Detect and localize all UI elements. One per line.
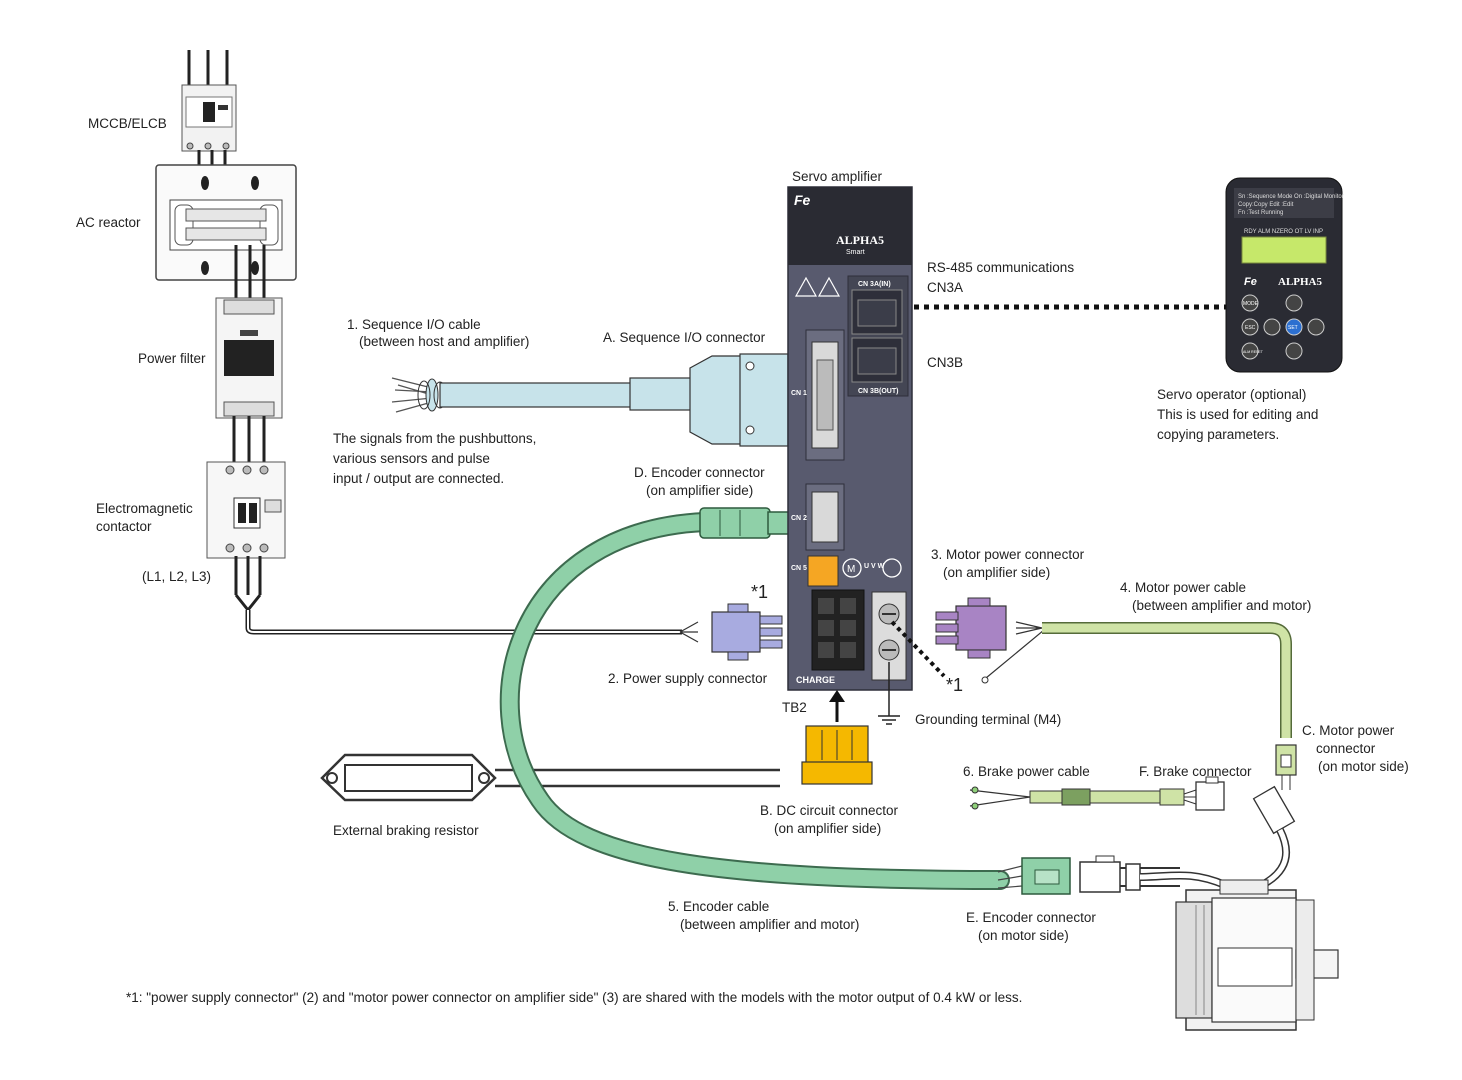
label-enc-conn-amp-2: (on amplifier side) xyxy=(646,483,753,498)
motor-power-connector-amplifier-side xyxy=(935,597,1045,684)
label-cn3a: CN3A xyxy=(927,280,963,295)
operator-esc-button: ESC xyxy=(1241,318,1259,336)
dc-circuit-connector xyxy=(801,725,873,785)
label-enc-cable-2: (between amplifier and motor) xyxy=(680,917,859,932)
power-chain xyxy=(155,50,699,643)
label-operator-2: This is used for editing and xyxy=(1157,407,1318,422)
electromagnetic-contactor xyxy=(206,461,286,559)
operator-right-button xyxy=(1307,318,1325,336)
brake-power-cable xyxy=(969,786,1185,810)
label-ext-resistor: External braking resistor xyxy=(333,823,479,838)
operator-up-button xyxy=(1285,294,1303,312)
label-brake-conn: F. Brake connector xyxy=(1139,764,1252,779)
operator-menu-3: Fn :Test Running xyxy=(1238,210,1283,216)
ground-symbol xyxy=(878,662,900,725)
label-operator-3: copying parameters. xyxy=(1157,427,1279,442)
label-signals-3: input / output are connected. xyxy=(333,471,504,486)
cn3b-port-label: CN 3B(OUT) xyxy=(858,388,898,395)
ac-reactor xyxy=(155,164,297,281)
cn2-port-label: CN 2 xyxy=(791,515,807,522)
operator-brand: ALPHA5 xyxy=(1278,276,1323,288)
label-star1-a: *1 xyxy=(751,582,768,602)
uvw-label: U V W xyxy=(864,563,885,570)
label-motor-power-conn-motor-3: (on motor side) xyxy=(1318,759,1409,774)
svg-text:M: M xyxy=(847,564,855,575)
cn1-port-label: CN 1 xyxy=(791,390,807,397)
label-contactor-2: contactor xyxy=(96,519,152,534)
label-signals-2: various sensors and pulse xyxy=(333,451,490,466)
encoder-connector-amplifier-side xyxy=(699,507,791,539)
amplifier-sub: Smart xyxy=(846,249,865,256)
label-servo-amplifier: Servo amplifier xyxy=(792,169,883,184)
label-signals-1: The signals from the pushbuttons, xyxy=(333,431,536,446)
label-motor-power-cable-2: (between amplifier and motor) xyxy=(1132,598,1311,613)
label-grounding: Grounding terminal (M4) xyxy=(915,712,1061,727)
label-enc-conn-motor-1: E. Encoder connector xyxy=(966,910,1096,925)
operator-menu-1: Sn :Sequence Mode On :Digital Monitor xyxy=(1238,194,1344,200)
servo-operator: Sn :Sequence Mode On :Digital Monitor Co… xyxy=(1225,177,1344,373)
label-enc-conn-motor-2: (on motor side) xyxy=(978,928,1069,943)
label-motor-power-conn-motor-1: C. Motor power xyxy=(1302,723,1395,738)
label-ac-reactor: AC reactor xyxy=(76,215,141,230)
label-tb2: TB2 xyxy=(782,700,807,715)
operator-menu-2: Copy:Copy Edit :Edit xyxy=(1238,202,1294,208)
external-braking-resistor xyxy=(320,753,780,802)
operator-left-button xyxy=(1263,318,1281,336)
operator-down-button xyxy=(1285,342,1303,360)
operator-set-button: SET xyxy=(1285,318,1303,336)
label-dc-conn-2: (on amplifier side) xyxy=(774,821,881,836)
svg-text:SET: SET xyxy=(1288,325,1298,331)
label-motor-power-conn-amp-2: (on amplifier side) xyxy=(943,565,1050,580)
label-enc-cable-1: 5. Encoder cable xyxy=(668,899,769,914)
label-brake-cable: 6. Brake power cable xyxy=(963,764,1090,779)
label-l123: (L1, L2, L3) xyxy=(142,569,211,584)
cn5-port-label: CN 5 xyxy=(791,565,807,572)
operator-leds: RDY ALM NZERO OT LV INP xyxy=(1244,229,1323,235)
amplifier-brand: ALPHA5 xyxy=(836,233,884,247)
svg-text:Fe: Fe xyxy=(1244,276,1257,288)
power-filter xyxy=(215,297,283,419)
cn3a-port-label: CN 3A(IN) xyxy=(858,281,891,288)
power-supply-connector xyxy=(711,603,783,661)
operator-alm-reset-button: ALM RESET xyxy=(1241,342,1264,360)
label-motor-power-conn-amp-1: 3. Motor power connector xyxy=(931,547,1085,562)
label-motor-power-cable-1: 4. Motor power cable xyxy=(1120,580,1246,595)
encoder-cable xyxy=(499,507,1227,895)
label-seq-connector: A. Sequence I/O connector xyxy=(603,330,766,345)
label-rs485: RS-485 communications xyxy=(927,260,1074,275)
label-contactor-1: Electromagnetic xyxy=(96,501,193,516)
svg-text:ESC: ESC xyxy=(1245,325,1256,331)
svg-text:Fe: Fe xyxy=(794,192,811,208)
svg-text:MODE: MODE xyxy=(1243,301,1259,307)
label-operator-1: Servo operator (optional) xyxy=(1157,387,1306,402)
label-star1-b: *1 xyxy=(946,675,963,695)
sequence-io-cable xyxy=(391,353,789,447)
servo-amplifier: Fe ALPHA5 Smart CN 3A(IN) CN 3B(OUT) CN … xyxy=(787,186,913,691)
label-seq-cable-1: 1. Sequence I/O cable xyxy=(347,317,481,332)
servo-motor xyxy=(1175,879,1339,1031)
label-power-filter: Power filter xyxy=(138,351,206,366)
label-cn3b: CN3B xyxy=(927,355,963,370)
motor-power-cable xyxy=(1042,622,1292,738)
motor-power-plug xyxy=(1252,785,1296,889)
operator-mode-button: MODE xyxy=(1241,294,1259,312)
label-enc-conn-amp-1: D. Encoder connector xyxy=(634,465,765,480)
encoder-connector-motor-side xyxy=(997,855,1227,895)
label-seq-cable-2: (between host and amplifier) xyxy=(359,334,529,349)
mccb-breaker xyxy=(181,84,237,152)
label-dc-conn-1: B. DC circuit connector xyxy=(760,803,899,818)
label-power-supply-conn: 2. Power supply connector xyxy=(608,671,768,686)
charge-label: CHARGE xyxy=(796,675,835,685)
footnote: *1: "power supply connector" (2) and "mo… xyxy=(126,990,1022,1005)
label-mccb: MCCB/ELCB xyxy=(88,116,167,131)
motor-power-connector-motor-side xyxy=(1275,744,1297,790)
svg-text:ALM RESET: ALM RESET xyxy=(1243,350,1264,354)
brake-connector xyxy=(1183,776,1225,811)
label-motor-power-conn-motor-2: connector xyxy=(1316,741,1376,756)
